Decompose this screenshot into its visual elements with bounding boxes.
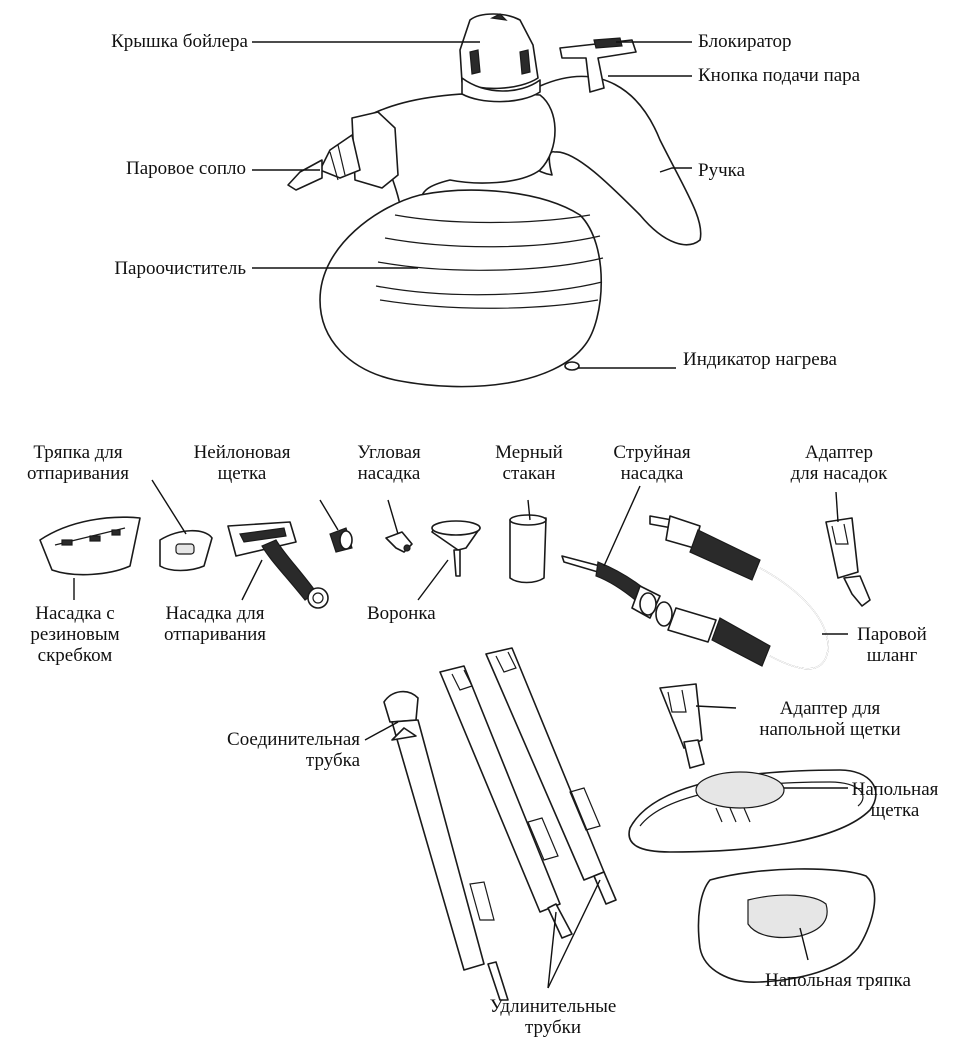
label-steam-attachment: Насадка для отпаривания xyxy=(140,603,290,645)
label-floor-brush-line1: Напольная xyxy=(840,779,950,800)
label-heat-indicator: Индикатор нагрева xyxy=(683,349,837,370)
label-handle: Ручка xyxy=(698,160,745,181)
label-angle-nozzle: Угловая насадка xyxy=(334,442,444,484)
label-steam-cleaner: Пароочиститель xyxy=(114,258,246,279)
angle-nozzle-drawing xyxy=(386,532,412,552)
label-nozzle-adapter-line1: Адаптер xyxy=(764,442,914,463)
label-floor-brush-adapter: Адаптер для напольной щетки xyxy=(736,698,924,740)
label-rubber-scraper-line2: резиновым xyxy=(0,624,150,645)
steam-hose-drawing xyxy=(650,516,828,669)
nylon-brush-drawing xyxy=(330,528,352,552)
steam-cloth-drawing xyxy=(160,531,212,571)
label-floor-brush: Напольная щетка xyxy=(840,779,950,821)
label-nylon-brush: Нейлоновая щетка xyxy=(172,442,312,484)
label-funnel: Воронка xyxy=(367,603,436,624)
label-connector-tube-line2: трубка xyxy=(227,750,360,771)
measuring-cup-drawing xyxy=(510,515,546,583)
label-connector-tube: Соединительная трубка xyxy=(227,729,360,771)
label-nylon-brush-line1: Нейлоновая xyxy=(172,442,312,463)
label-rubber-scraper-line1: Насадка с xyxy=(0,603,150,624)
steam-attachment-drawing xyxy=(228,522,328,608)
label-nozzle-adapter-line2: для насадок xyxy=(764,463,914,484)
floor-brush-drawing xyxy=(629,770,876,852)
label-jet-nozzle: Струйная насадка xyxy=(592,442,712,484)
label-angle-nozzle-line1: Угловая xyxy=(334,442,444,463)
label-steam-button: Кнопка подачи пара xyxy=(698,65,860,86)
label-floor-cloth: Напольная тряпка xyxy=(765,970,911,991)
label-connector-tube-line1: Соединительная xyxy=(227,729,360,750)
label-steam-hose-line1: Паровой xyxy=(845,624,939,645)
label-steam-hose: Паровой шланг xyxy=(845,624,939,666)
label-measuring-cup-line1: Мерный xyxy=(474,442,584,463)
jet-nozzle-drawing xyxy=(562,556,660,618)
label-steam-hose-line2: шланг xyxy=(845,645,939,666)
label-floor-brush-line2: щетка xyxy=(840,800,950,821)
label-steam-cloth-line2: отпаривания xyxy=(0,463,156,484)
label-extension-tubes-line1: Удлинительные xyxy=(468,996,638,1017)
label-nylon-brush-line2: щетка xyxy=(172,463,312,484)
label-floor-brush-adapter-line2: напольной щетки xyxy=(736,719,924,740)
floor-brush-adapter-drawing xyxy=(660,684,704,768)
label-steam-nozzle: Паровое сопло xyxy=(126,158,246,179)
label-measuring-cup: Мерный стакан xyxy=(474,442,584,484)
funnel-drawing xyxy=(432,521,480,576)
label-angle-nozzle-line2: насадка xyxy=(334,463,444,484)
label-boiler-cap: Крышка бойлера xyxy=(111,31,248,52)
steam-cleaner-body xyxy=(288,14,701,387)
label-steam-attachment-line2: отпаривания xyxy=(140,624,290,645)
label-measuring-cup-line2: стакан xyxy=(474,463,584,484)
label-extension-tubes: Удлинительные трубки xyxy=(468,996,638,1038)
label-steam-cloth: Тряпка для отпаривания xyxy=(0,442,156,484)
label-extension-tubes-line2: трубки xyxy=(468,1017,638,1038)
floor-cloth-drawing xyxy=(698,869,874,982)
label-steam-attachment-line1: Насадка для xyxy=(140,603,290,624)
nozzle-adapter-drawing xyxy=(826,518,870,606)
label-jet-nozzle-line1: Струйная xyxy=(592,442,712,463)
label-jet-nozzle-line2: насадка xyxy=(592,463,712,484)
label-rubber-scraper-line3: скребком xyxy=(0,645,150,666)
label-steam-cloth-line1: Тряпка для xyxy=(0,442,156,463)
label-rubber-scraper: Насадка с резиновым скребком xyxy=(0,603,150,666)
label-nozzle-adapter: Адаптер для насадок xyxy=(764,442,914,484)
label-floor-brush-adapter-line1: Адаптер для xyxy=(736,698,924,719)
rubber-scraper-drawing xyxy=(40,517,140,574)
label-lock: Блокиратор xyxy=(698,31,792,52)
